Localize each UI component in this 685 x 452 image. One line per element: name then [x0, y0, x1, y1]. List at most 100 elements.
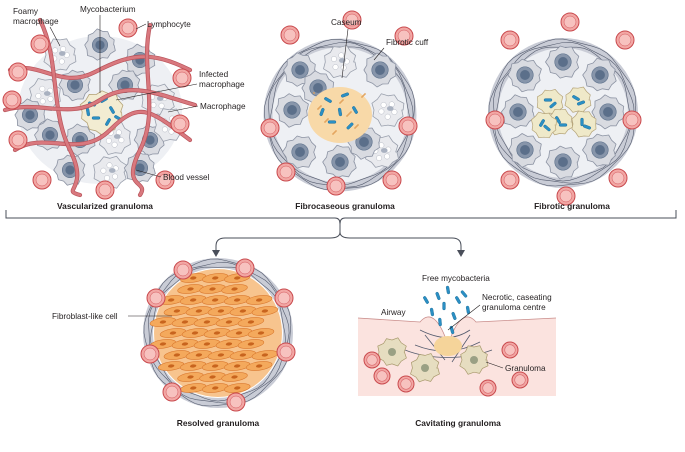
- mycobacterium-rod: [105, 118, 111, 126]
- granuloma-macrophage: [377, 337, 407, 367]
- lymphocyte-cell: [2, 90, 22, 110]
- mycobacterium-rod: [572, 95, 580, 101]
- mycobacterium-rod: [539, 119, 545, 127]
- macrophage-cell: [275, 93, 309, 128]
- infected-macrophage-line2: macrophage: [199, 80, 245, 89]
- granuloma-macrophage: [459, 345, 489, 375]
- lymphocyte-cell: [363, 351, 381, 369]
- lymphocyte-cell: [118, 18, 138, 38]
- lymphocyte-cell: [560, 12, 580, 32]
- lymphocyte-cell: [172, 68, 192, 88]
- mycobacterium-rod: [438, 317, 442, 327]
- fibroblast-like-cells: [149, 273, 279, 393]
- mycobacterium-rod: [319, 107, 325, 117]
- cavitating-granuloma-illustration: [357, 285, 557, 397]
- infected-macrophage-line1: Infected: [199, 70, 229, 79]
- mycobacterium-rod: [549, 101, 557, 109]
- lymphocyte-cell: [8, 130, 28, 150]
- macrophage-cell: [53, 154, 86, 186]
- arrow-to-resolved: [212, 231, 341, 257]
- mycobacterium-rod: [558, 123, 568, 127]
- lymphocyte-cell: [500, 170, 520, 190]
- granuloma-text: Granuloma: [505, 364, 546, 373]
- foamy-macrophage-cell: [43, 38, 77, 72]
- lymphocyte-cell: [373, 367, 391, 385]
- macrophage-cell: [582, 57, 617, 92]
- lymphocyte-cell: [30, 34, 50, 54]
- lymphocyte-cell: [615, 30, 635, 50]
- progression-bracket: [5, 210, 677, 232]
- fibroblast-like-cell-text: Fibroblast-like cell: [52, 312, 118, 321]
- free-mycobacteria-text: Free mycobacteria: [422, 274, 490, 283]
- caseum-text: Caseum: [331, 18, 362, 27]
- label-fibroblast-like-cell: Fibroblast-like cell: [52, 312, 172, 321]
- lymphocyte-cell: [326, 176, 346, 196]
- caption-fibrotic: Fibrotic granuloma: [534, 201, 610, 211]
- mycobacterium-rod: [91, 116, 101, 120]
- mycobacterium-rod: [576, 100, 586, 106]
- mycobacterium-rod: [423, 296, 429, 304]
- macrophage-cell: [545, 145, 580, 180]
- mycobacterium-rod: [324, 97, 332, 103]
- lymphocyte-cell: [398, 116, 418, 136]
- macrophage-cell: [282, 135, 317, 169]
- mycobacterium-rod: [340, 92, 350, 98]
- lymphocyte-cell: [276, 162, 296, 182]
- label-caseum: Caseum: [331, 18, 362, 79]
- lymphocyte-cell: [394, 26, 414, 46]
- lymphocyte-cell: [556, 186, 576, 206]
- lymphocyte-cell: [479, 379, 497, 397]
- lymphocyte-cell: [382, 170, 402, 190]
- lymphocyte-cell: [140, 344, 160, 364]
- macrophage-text: Macrophage: [200, 102, 246, 111]
- label-lymphocyte: Lymphocyte: [135, 20, 191, 30]
- lymphocyte-cell: [500, 30, 520, 50]
- lymphocyte-cell: [274, 288, 294, 308]
- lymphocyte-cell: [342, 10, 362, 30]
- infected-macrophages: [531, 86, 597, 139]
- label-macrophage: Macrophage: [167, 102, 246, 113]
- macrophage-cell: [501, 94, 535, 129]
- lymphocyte-cell: [397, 375, 415, 393]
- mycobacterium-rod: [543, 98, 553, 102]
- vascularized-granuloma-illustration: [2, 17, 198, 200]
- resolved-granuloma-illustration: [140, 258, 296, 412]
- label-foamy-macrophage: Foamy macrophage: [13, 7, 61, 47]
- lymphocyte-cell: [170, 114, 190, 134]
- granuloma-macrophage: [410, 353, 440, 383]
- mycobacterium-rod: [442, 301, 446, 311]
- mycobacterium-rod: [435, 291, 441, 301]
- arrow-to-cavitating: [339, 231, 465, 257]
- lymphocyte-cell: [155, 170, 175, 190]
- mycobacterium-rod: [580, 117, 584, 127]
- mycobacterium-rod: [543, 124, 551, 132]
- label-infected-macrophage: Infected macrophage: [115, 70, 245, 101]
- fibrotic-cuff-text: Fibrotic cuff: [386, 38, 429, 47]
- label-fibrotic-cuff: Fibrotic cuff: [373, 38, 429, 61]
- mycobacterium-text: Mycobacterium: [80, 5, 136, 14]
- infected-macrophage: [79, 90, 124, 136]
- lymphocyte-cell: [622, 110, 642, 130]
- mycobacterium-rod: [352, 106, 358, 114]
- mycobacterium-rod: [327, 120, 337, 124]
- caption-vascularized: Vascularized granuloma: [57, 201, 153, 211]
- lymphocyte-cell: [146, 288, 166, 308]
- label-granuloma: Granuloma: [485, 361, 546, 373]
- foamy-macrophage-cell: [371, 93, 405, 127]
- macrophage-cell: [591, 94, 625, 130]
- label-necrotic-centre: Necrotic, caseating granuloma centre: [447, 293, 552, 331]
- macrophage-cell: [545, 45, 580, 79]
- mycobacterium-rod: [451, 311, 457, 321]
- label-free-mycobacteria: Free mycobacteria: [422, 274, 490, 283]
- foamy-macrophage-cell: [93, 155, 127, 189]
- macrophage-cell: [508, 133, 542, 168]
- mycobacterium-rod: [429, 307, 435, 317]
- lymphocyte-cell: [162, 382, 182, 402]
- lymphocyte-cell: [260, 118, 280, 138]
- macrophage-cell: [322, 144, 357, 179]
- lymphocyte-cell: [226, 392, 246, 412]
- label-mycobacterium: Mycobacterium: [80, 5, 136, 93]
- fibrotic-granuloma-illustration: [485, 12, 642, 206]
- lymphocyte-cell: [608, 168, 628, 188]
